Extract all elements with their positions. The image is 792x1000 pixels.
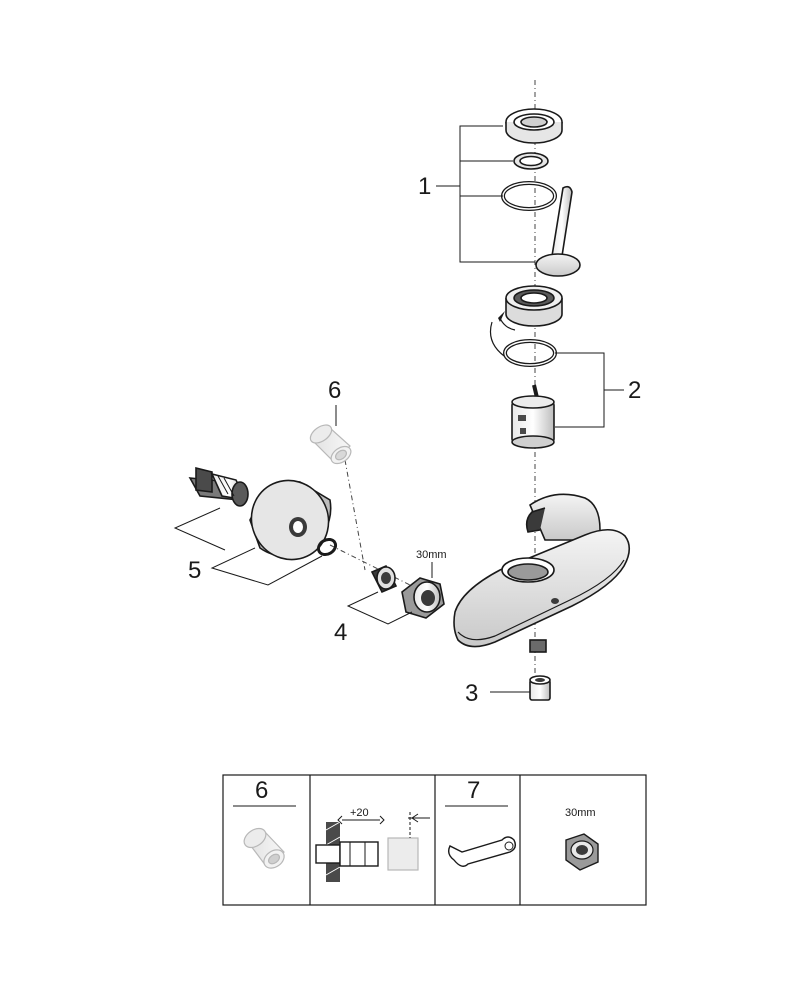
part-group-1: 1: [418, 108, 581, 277]
rotate-arrow-icon: [498, 311, 505, 322]
wrench-icon: [447, 836, 517, 867]
washer: [316, 537, 338, 557]
part-group-4: 30mm 4: [334, 549, 447, 646]
part-group-2: 2: [503, 339, 641, 449]
lever-handle: [535, 185, 581, 277]
legend-cell-nut: 30mm: [565, 807, 599, 871]
nut-icon: [565, 833, 599, 871]
extension-adapter-icon: [243, 827, 285, 869]
nipple: [370, 564, 398, 594]
legend-number-7: 7: [467, 777, 480, 804]
wall-rosette: [249, 479, 332, 561]
small-ring: [513, 152, 549, 170]
threaded-connector: [188, 466, 249, 507]
adapter-axis-line: [344, 459, 366, 571]
horizontal-axis-line: [329, 544, 411, 586]
o-ring-cartridge: [503, 339, 557, 367]
bracket-1: [459, 125, 535, 263]
mixer-body: [453, 493, 631, 653]
extension-label: +20: [350, 807, 369, 819]
part-group-6: 6: [309, 377, 352, 465]
callout-5: 5: [188, 557, 201, 584]
callout-2: 2: [628, 377, 641, 404]
o-ring-large: [501, 181, 557, 211]
bracket-4: [346, 591, 413, 625]
legend-cell-7: 7: [445, 777, 517, 867]
cartridge: [511, 384, 555, 449]
bracket-5b: [210, 547, 323, 586]
callout-3: 3: [465, 680, 478, 707]
bracket-5a: [173, 507, 226, 551]
legend-cell-extension: +20: [315, 807, 430, 882]
threaded-cap: [489, 285, 563, 361]
callout-1: 1: [418, 173, 431, 200]
legend-number-6: 6: [255, 777, 268, 804]
part-group-5: 5: [173, 466, 338, 586]
bottom-insert: [529, 675, 551, 701]
callout-6: 6: [328, 377, 341, 404]
size-label-30mm: 30mm: [416, 549, 447, 561]
bracket-2: [555, 352, 605, 428]
callout-4: 4: [334, 619, 347, 646]
hex-nut: [401, 577, 445, 619]
legend-table: 6 +20: [222, 774, 647, 906]
top-ring: [505, 108, 563, 144]
legend-cell-6: 6: [233, 777, 296, 869]
part-group-3: 3: [465, 675, 551, 707]
extension-adapter-ghost: [309, 424, 352, 465]
wall-pipe-icon: [315, 812, 419, 882]
legend-size-label: 30mm: [565, 807, 596, 819]
